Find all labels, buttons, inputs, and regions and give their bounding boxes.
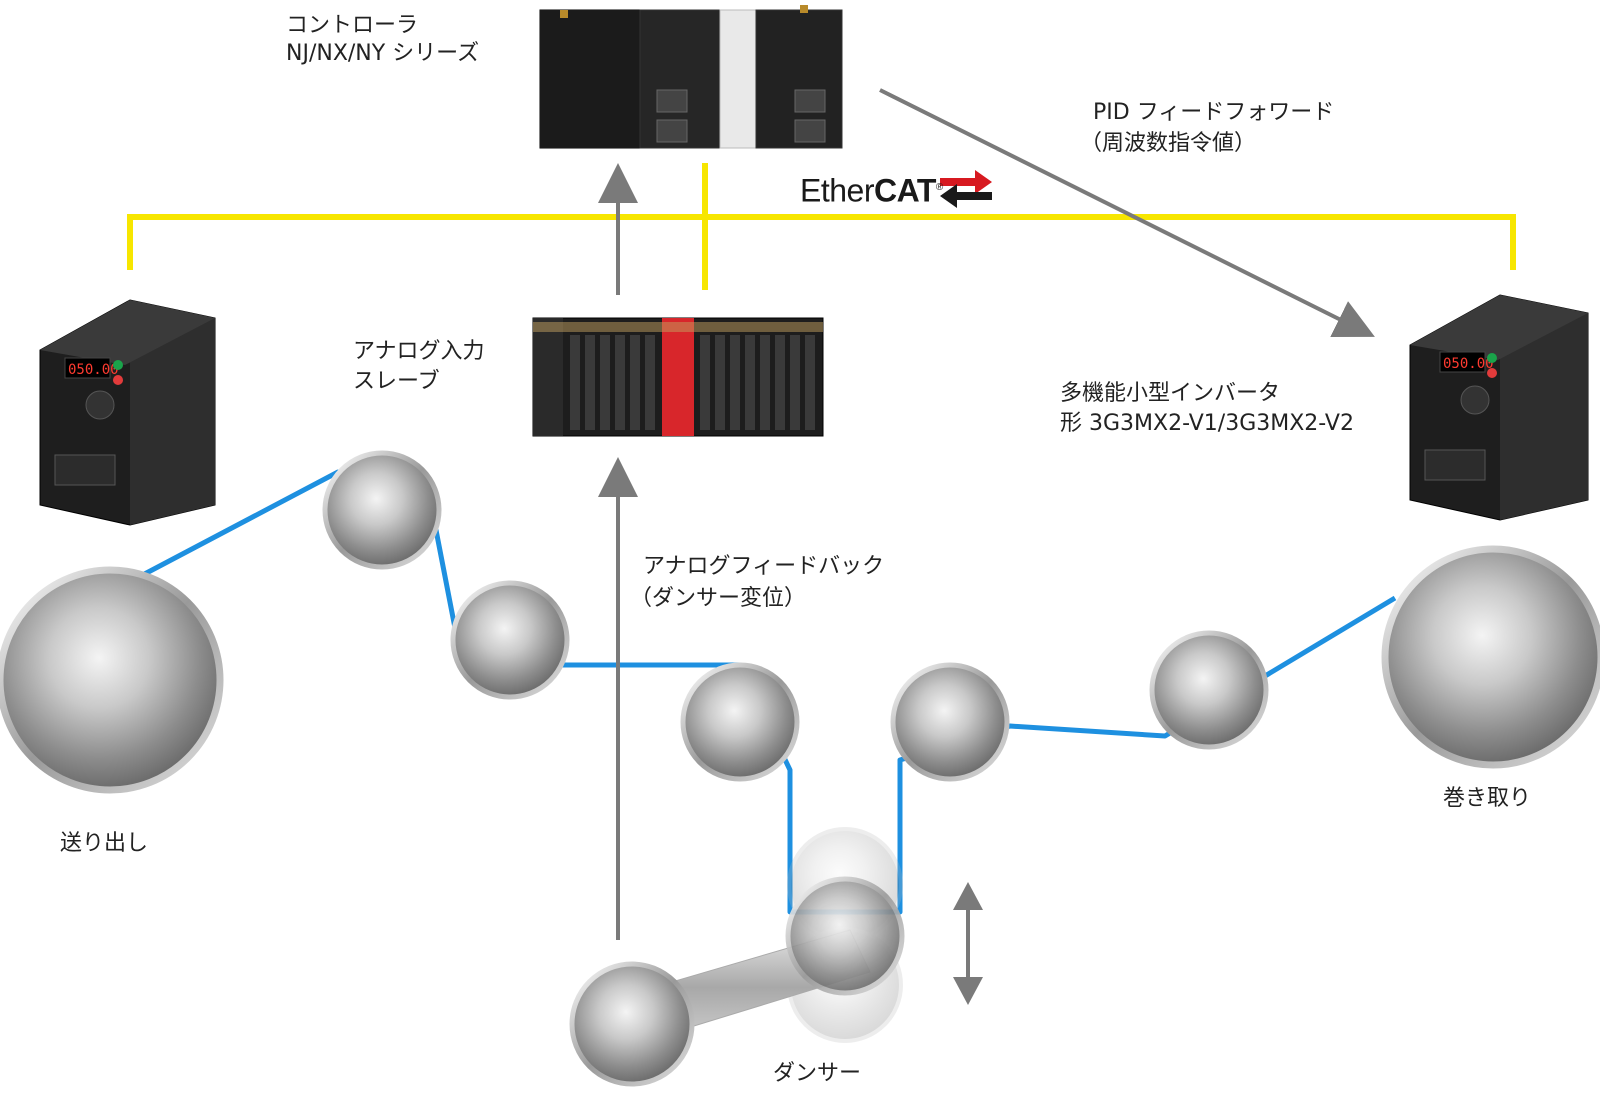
controller-device bbox=[539, 5, 843, 149]
guide-roller-4 bbox=[890, 662, 1010, 782]
ethercat-logo-part2: CAT bbox=[873, 172, 936, 209]
feedback-label-line1: アナログフィードバック bbox=[643, 554, 885, 579]
inverter-right: 050.00 bbox=[1409, 294, 1589, 521]
analog-slave-device bbox=[532, 317, 824, 437]
dancer-label: ダンサー bbox=[773, 1061, 862, 1086]
guide-roller-2 bbox=[450, 580, 570, 700]
analog-slave-label-line1: アナログ入力 bbox=[353, 339, 485, 364]
guide-roller-1 bbox=[322, 450, 442, 570]
inverter-right-display: 050.00 bbox=[1443, 356, 1494, 372]
controller-label-line1: コントローラ bbox=[286, 13, 419, 38]
inverter-left: 050.00 bbox=[39, 299, 216, 526]
rewind-label: 巻き取り bbox=[1443, 786, 1532, 811]
rewind-roll bbox=[1381, 545, 1600, 769]
feedforward-label-line1: PID フィードフォワード bbox=[1093, 100, 1335, 125]
inverter-label-line1: 多機能小型インバータ bbox=[1060, 381, 1281, 406]
analog-slave-label-line2: スレーブ bbox=[353, 369, 440, 394]
ethercat-network-lines bbox=[127, 163, 1516, 290]
guide-roller-5 bbox=[1149, 630, 1269, 750]
ethercat-arrows-icon bbox=[940, 170, 992, 208]
feedforward-label-line2: （周波数指令値） bbox=[1080, 131, 1257, 156]
rollers bbox=[0, 450, 1600, 1087]
controller-label-line2: NJ/NX/NY シリーズ bbox=[286, 41, 480, 66]
unwind-label: 送り出し bbox=[60, 831, 149, 856]
inverter-label-line2: 形 3G3MX2-V1/3G3MX2-V2 bbox=[1060, 411, 1354, 436]
ethercat-logo-reg: ® bbox=[935, 182, 943, 193]
dancer-roller bbox=[785, 876, 905, 996]
guide-roller-3 bbox=[680, 662, 800, 782]
ethercat-logo-part1: Ether bbox=[800, 172, 874, 209]
signal-arrows bbox=[598, 88, 1375, 940]
ethercat-logo: EtherCAT® bbox=[800, 170, 943, 209]
inverter-left-display: 050.00 bbox=[68, 362, 119, 378]
unwind-roll bbox=[0, 566, 224, 794]
dancer-pivot-roller bbox=[569, 961, 695, 1087]
feedback-label-line2: （ダンサー変位） bbox=[630, 586, 807, 611]
dancer-displacement-arrow bbox=[953, 882, 983, 1005]
